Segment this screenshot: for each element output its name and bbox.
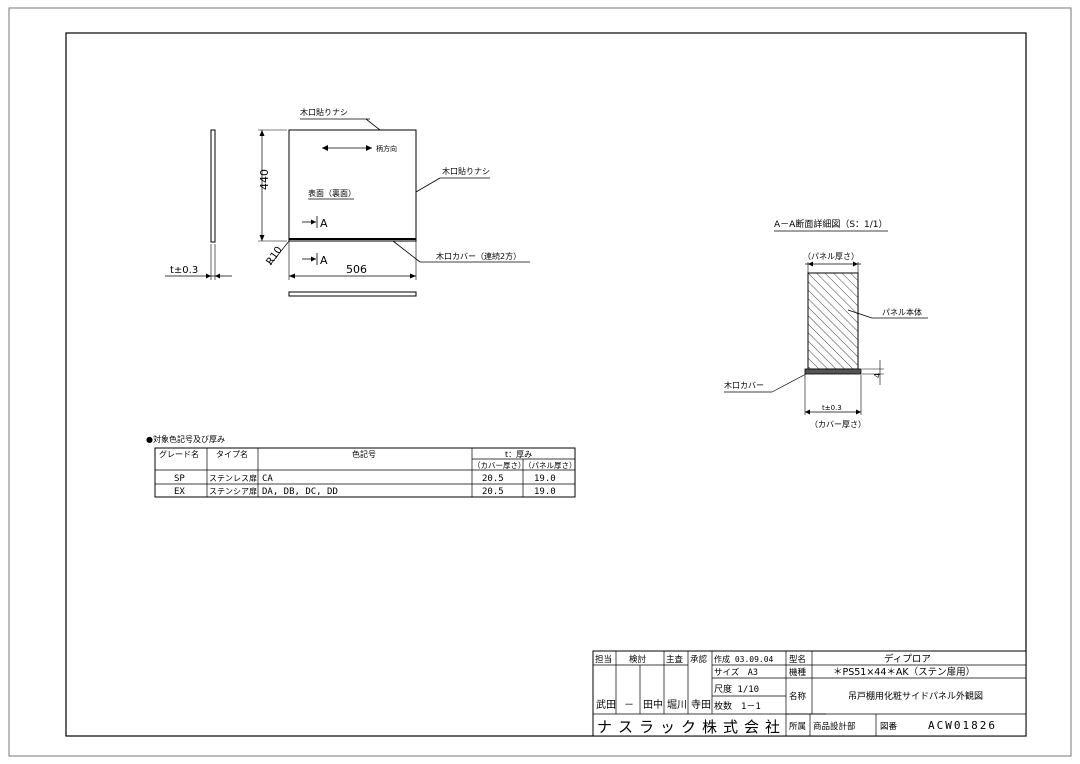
name-approve: 寺田 xyxy=(691,699,711,711)
color-table: ●対象色記号及び厚み グレード名 タイプ名 色記号 t：厚み （カバー厚さ） （… xyxy=(146,434,577,498)
panel-thickness-label: （パネル厚さ） xyxy=(803,252,859,261)
grain-note: 柄方向 xyxy=(376,144,397,153)
section-mark-lower: A xyxy=(320,254,328,267)
row-grade: EX xyxy=(174,487,185,497)
side-view-strip xyxy=(210,129,216,243)
col-chief: 主査 xyxy=(666,654,684,665)
top-edge-note: 木口貼りナシ xyxy=(300,107,348,117)
right-edge-note: 木口貼りナシ xyxy=(442,166,490,176)
created-date: 作成 03.09.04 xyxy=(714,654,774,664)
type-value: ＊PS51×44＊AK（ステン扉用） xyxy=(833,666,975,678)
col-approve: 承認 xyxy=(690,654,708,665)
edge-cover-note: 木口カバー（連続2方） xyxy=(436,251,521,261)
drawing-scale: 尺度 1/10 xyxy=(714,683,759,695)
panel-outline xyxy=(288,129,417,242)
height-dimension: 440 xyxy=(258,169,271,190)
header-color-code: 色記号 xyxy=(352,449,376,459)
label-type: 機種 xyxy=(789,667,807,678)
name-charge: 武田 xyxy=(596,698,616,711)
cover-thickness-label: （カバー厚さ） xyxy=(810,420,866,429)
company-name: ナスラック株式会社 xyxy=(597,718,786,736)
header-type: タイプ名 xyxy=(216,449,248,459)
edge-cover-section xyxy=(804,368,862,375)
bottom-view-strip xyxy=(288,291,417,297)
header-grade: グレード名 xyxy=(159,449,199,459)
drawing-frame xyxy=(65,32,1027,737)
row-color: DA, DB, DC, DD xyxy=(262,487,338,497)
row-panel: 19.0 xyxy=(534,487,556,497)
row-color: CA xyxy=(262,474,273,484)
table-row: EX ステンシア扉 DA, DB, DC, DD 20.5 19.0 xyxy=(174,486,556,497)
row-cover: 20.5 xyxy=(482,487,504,497)
thickness-dimension: t±0.3 xyxy=(170,265,198,276)
name-value: 吊戸棚用化粧サイドパネル外観図 xyxy=(848,690,983,702)
row-grade: SP xyxy=(174,474,185,484)
title-block: 担当 検討 主査 承認 武田 － 田中 堀川 寺田 作成 03.09.04 サイ… xyxy=(592,650,1027,737)
label-drawing-no: 図番 xyxy=(880,721,898,732)
face-label: 表面（裏面） xyxy=(308,188,356,198)
row-type: ステンレス扉 xyxy=(209,473,257,483)
model-value: ディプロア xyxy=(884,653,931,665)
edge-cover-label: 木口カバー xyxy=(724,380,764,390)
drawing-number: ACW01826 xyxy=(928,719,997,732)
col-check: 検討 xyxy=(629,654,647,665)
section-thickness-dimension: t±0.3 xyxy=(822,404,842,412)
section-view: A－A断面詳細図（S：1/1） （パネル厚さ） パネル本体 木口カバー 4 t±… xyxy=(724,218,928,429)
row-panel: 19.0 xyxy=(534,474,556,484)
panel-body-label: パネル本体 xyxy=(882,307,922,317)
panel-body-section xyxy=(807,272,859,370)
table-row: SP ステンレス扉 CA 20.5 19.0 xyxy=(174,473,556,484)
col-charge: 担当 xyxy=(595,654,612,665)
sheet-outer-border xyxy=(8,7,1072,757)
label-dept: 所属 xyxy=(789,721,806,732)
name-chief: 堀川 xyxy=(667,699,687,711)
name-check2: 田中 xyxy=(643,698,663,711)
header-cover-thickness: （カバー厚さ） xyxy=(473,461,526,470)
name-check: － xyxy=(624,700,634,711)
section-title: A－A断面詳細図（S：1/1） xyxy=(774,218,888,230)
label-model: 型名 xyxy=(789,654,806,665)
width-dimension: 506 xyxy=(346,263,367,276)
color-table-title: ●対象色記号及び厚み xyxy=(146,434,225,444)
section-mark-upper: A xyxy=(320,217,328,230)
row-cover: 20.5 xyxy=(482,474,504,484)
dept-value: 商品設計部 xyxy=(813,721,856,732)
sheet-size: サイズ A3 xyxy=(714,667,758,678)
header-panel-thickness: （パネル厚さ） xyxy=(524,461,577,470)
front-view: 木口貼りナシ 柄方向 木口貼りナシ 表面（裏面） A A 440 506 xyxy=(165,107,530,297)
cover-dimension: 4 xyxy=(873,373,882,378)
radius-dimension: R10 xyxy=(265,245,285,267)
header-thickness: t：厚み xyxy=(505,450,532,459)
label-name: 名称 xyxy=(789,691,807,702)
row-type: ステンシア扉 xyxy=(209,486,257,496)
sheet-count: 枚数 1－1 xyxy=(714,700,761,712)
